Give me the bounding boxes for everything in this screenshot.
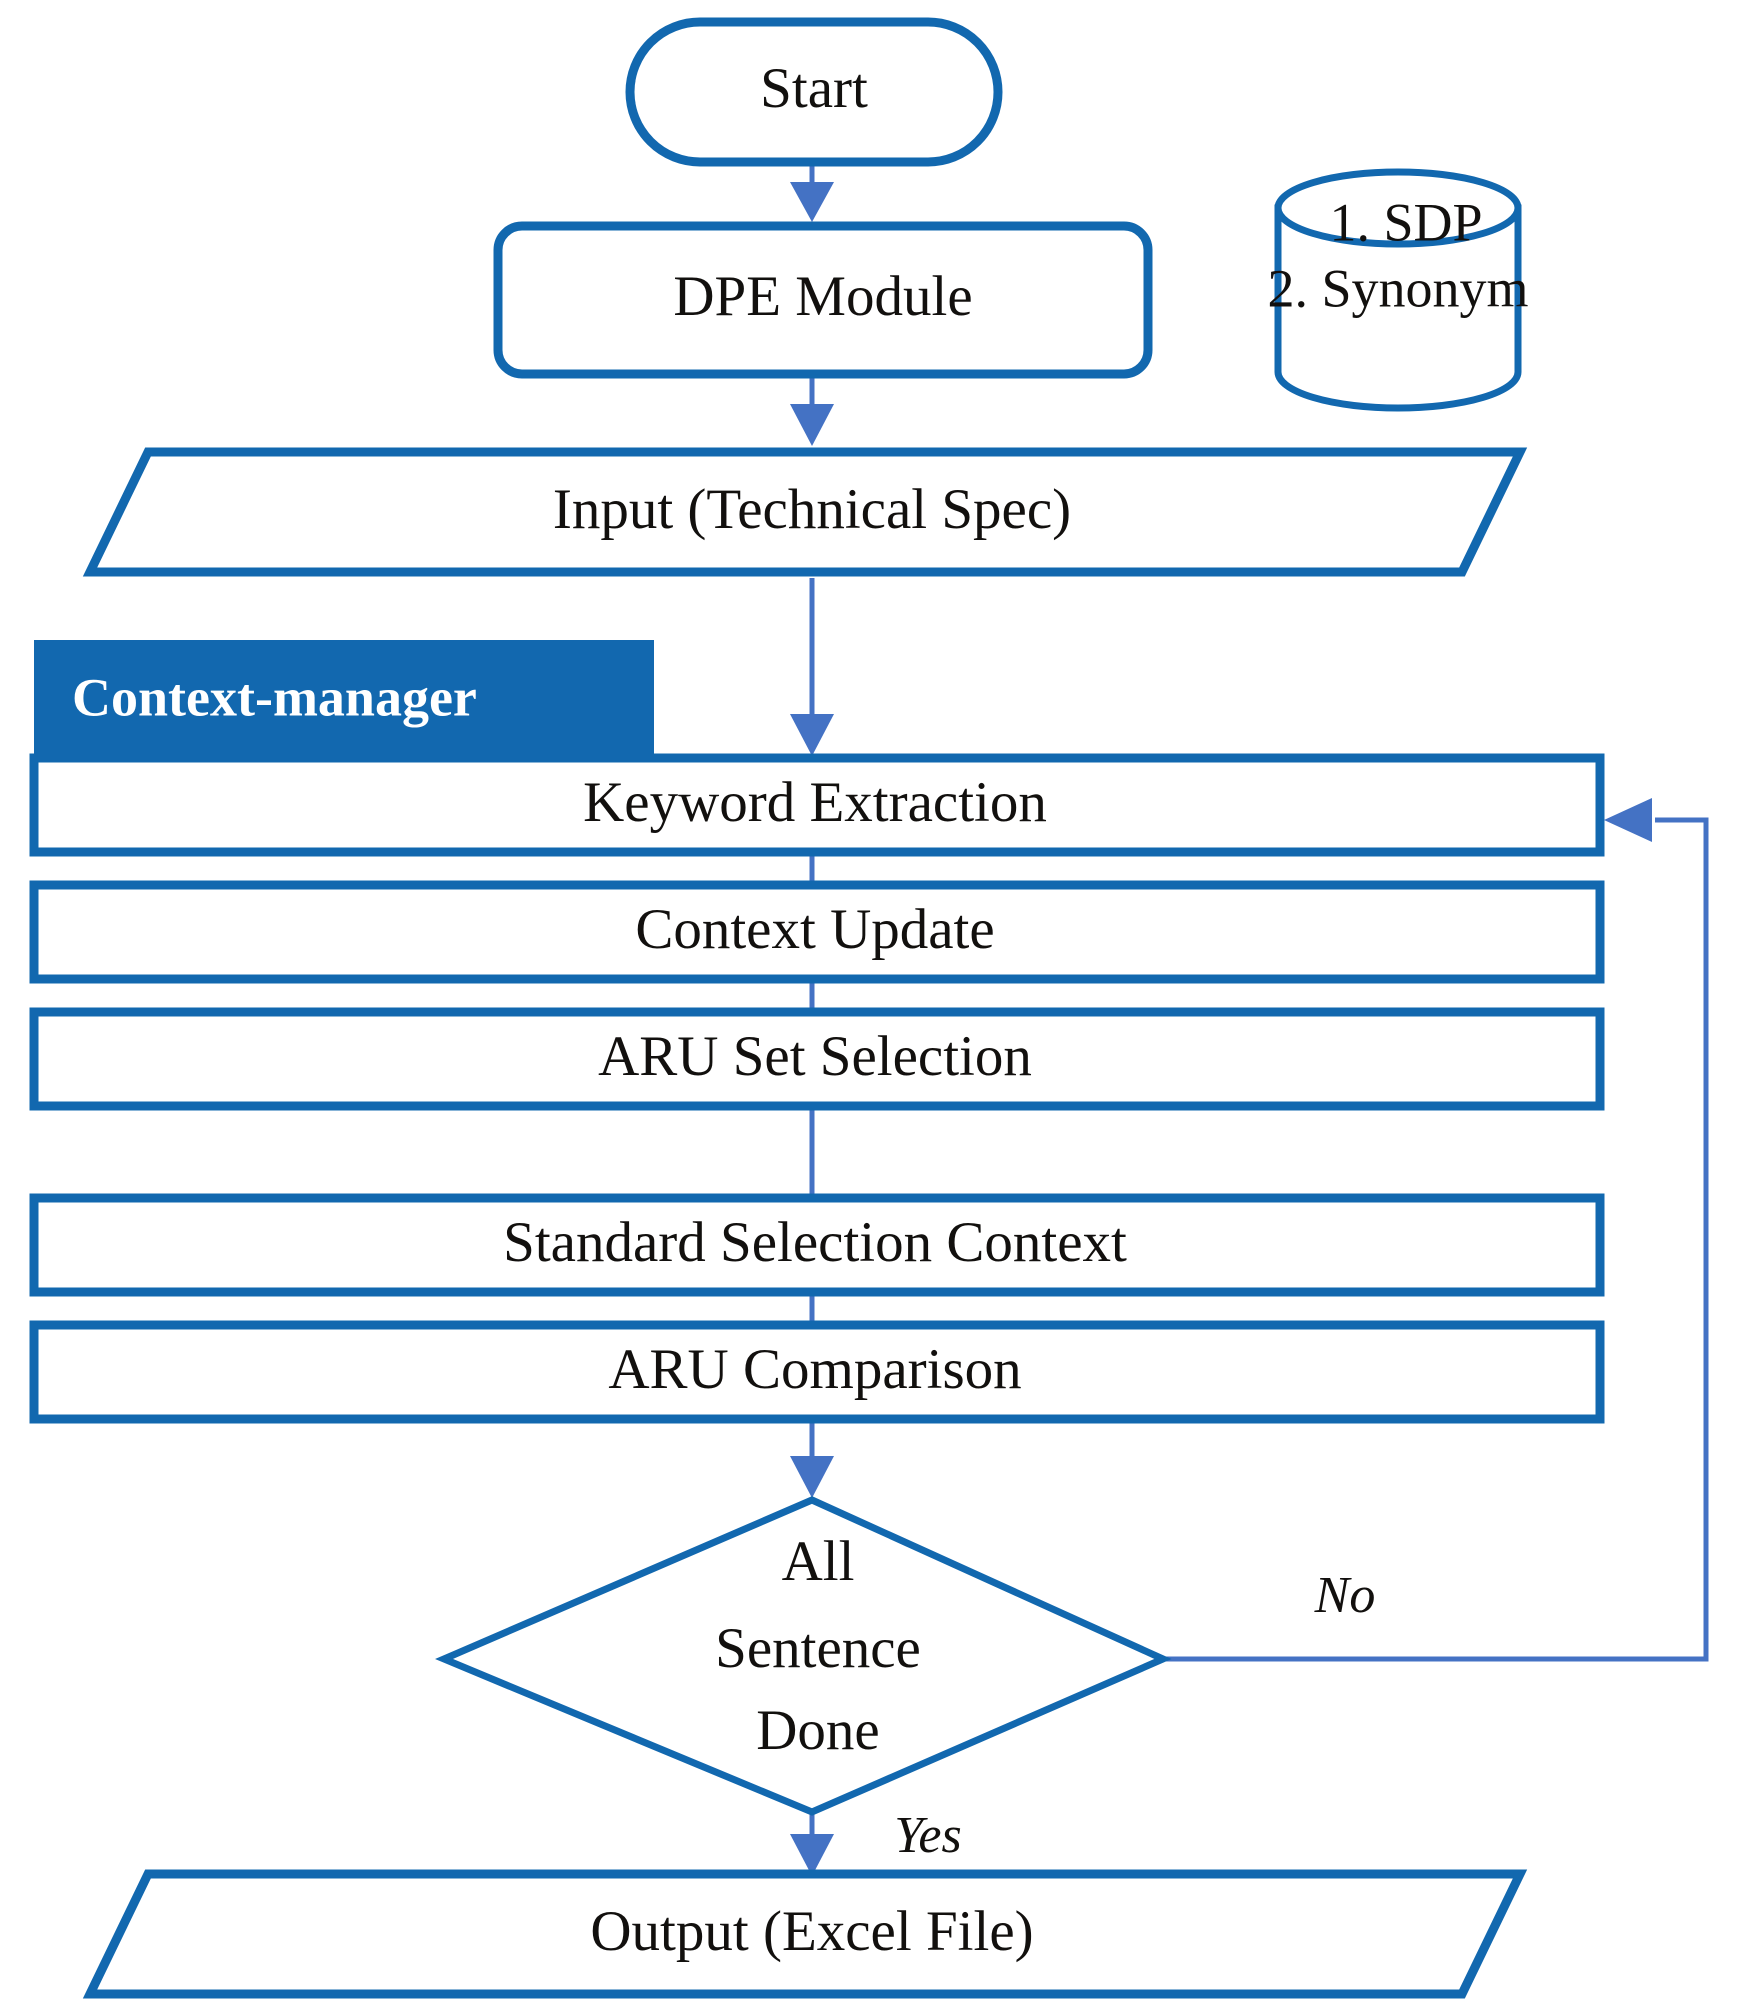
decision-label-line-2: Sentence xyxy=(715,1617,921,1680)
step-label-standard-selection-context: Standard Selection Context xyxy=(503,1211,1127,1274)
step-box-aru-set-selection[interactable]: ARU Set Selection xyxy=(29,1007,1605,1111)
branch-label-no: No xyxy=(1314,1567,1376,1624)
input-io-shape[interactable]: Input (Technical Spec) xyxy=(82,447,1528,577)
connector-input-to-keyword xyxy=(790,578,834,756)
datastore-line-2: 2. Synonym xyxy=(1267,258,1528,318)
step-label-keyword-extraction: Keyword Extraction xyxy=(583,771,1047,834)
decision-diamond-all-sentence-done[interactable]: All Sentence Done xyxy=(435,1496,1172,1816)
output-io-shape[interactable]: Output (Excel File) xyxy=(82,1869,1528,1999)
decision-label-line-3: Done xyxy=(756,1699,879,1762)
step-box-aru-comparison[interactable]: ARU Comparison xyxy=(29,1320,1605,1424)
datastore-line-1: 1. SDP xyxy=(1329,192,1482,252)
connector-comparison-to-decision xyxy=(790,1419,834,1498)
datastore-cylinder[interactable]: 1. SDP 2. Synonym xyxy=(1267,168,1529,412)
output-label: Output (Excel File) xyxy=(590,1900,1033,1963)
step-label-aru-comparison: ARU Comparison xyxy=(608,1338,1021,1401)
dpe-module-process[interactable]: DPE Module xyxy=(493,221,1153,379)
decision-label-line-1: All xyxy=(782,1530,855,1593)
start-label: Start xyxy=(760,57,868,120)
connector-dpe-to-input xyxy=(790,372,834,446)
step-box-context-update[interactable]: Context Update xyxy=(29,880,1605,984)
step-label-aru-set-selection: ARU Set Selection xyxy=(598,1025,1032,1088)
start-terminator[interactable]: Start xyxy=(625,17,1003,167)
dpe-module-label: DPE Module xyxy=(673,265,972,328)
context-manager-group-label: Context-manager xyxy=(72,667,477,727)
connector-start-to-dpe xyxy=(790,162,834,222)
step-label-context-update: Context Update xyxy=(635,898,994,961)
context-manager-group-header: Context-manager xyxy=(34,640,654,760)
branch-label-yes: Yes xyxy=(894,1807,961,1864)
step-box-standard-selection-context[interactable]: Standard Selection Context xyxy=(29,1193,1605,1297)
input-label: Input (Technical Spec) xyxy=(553,478,1071,541)
step-box-keyword-extraction[interactable]: Keyword Extraction xyxy=(29,753,1605,857)
connector-no-feedback-loop xyxy=(1163,798,1709,1662)
